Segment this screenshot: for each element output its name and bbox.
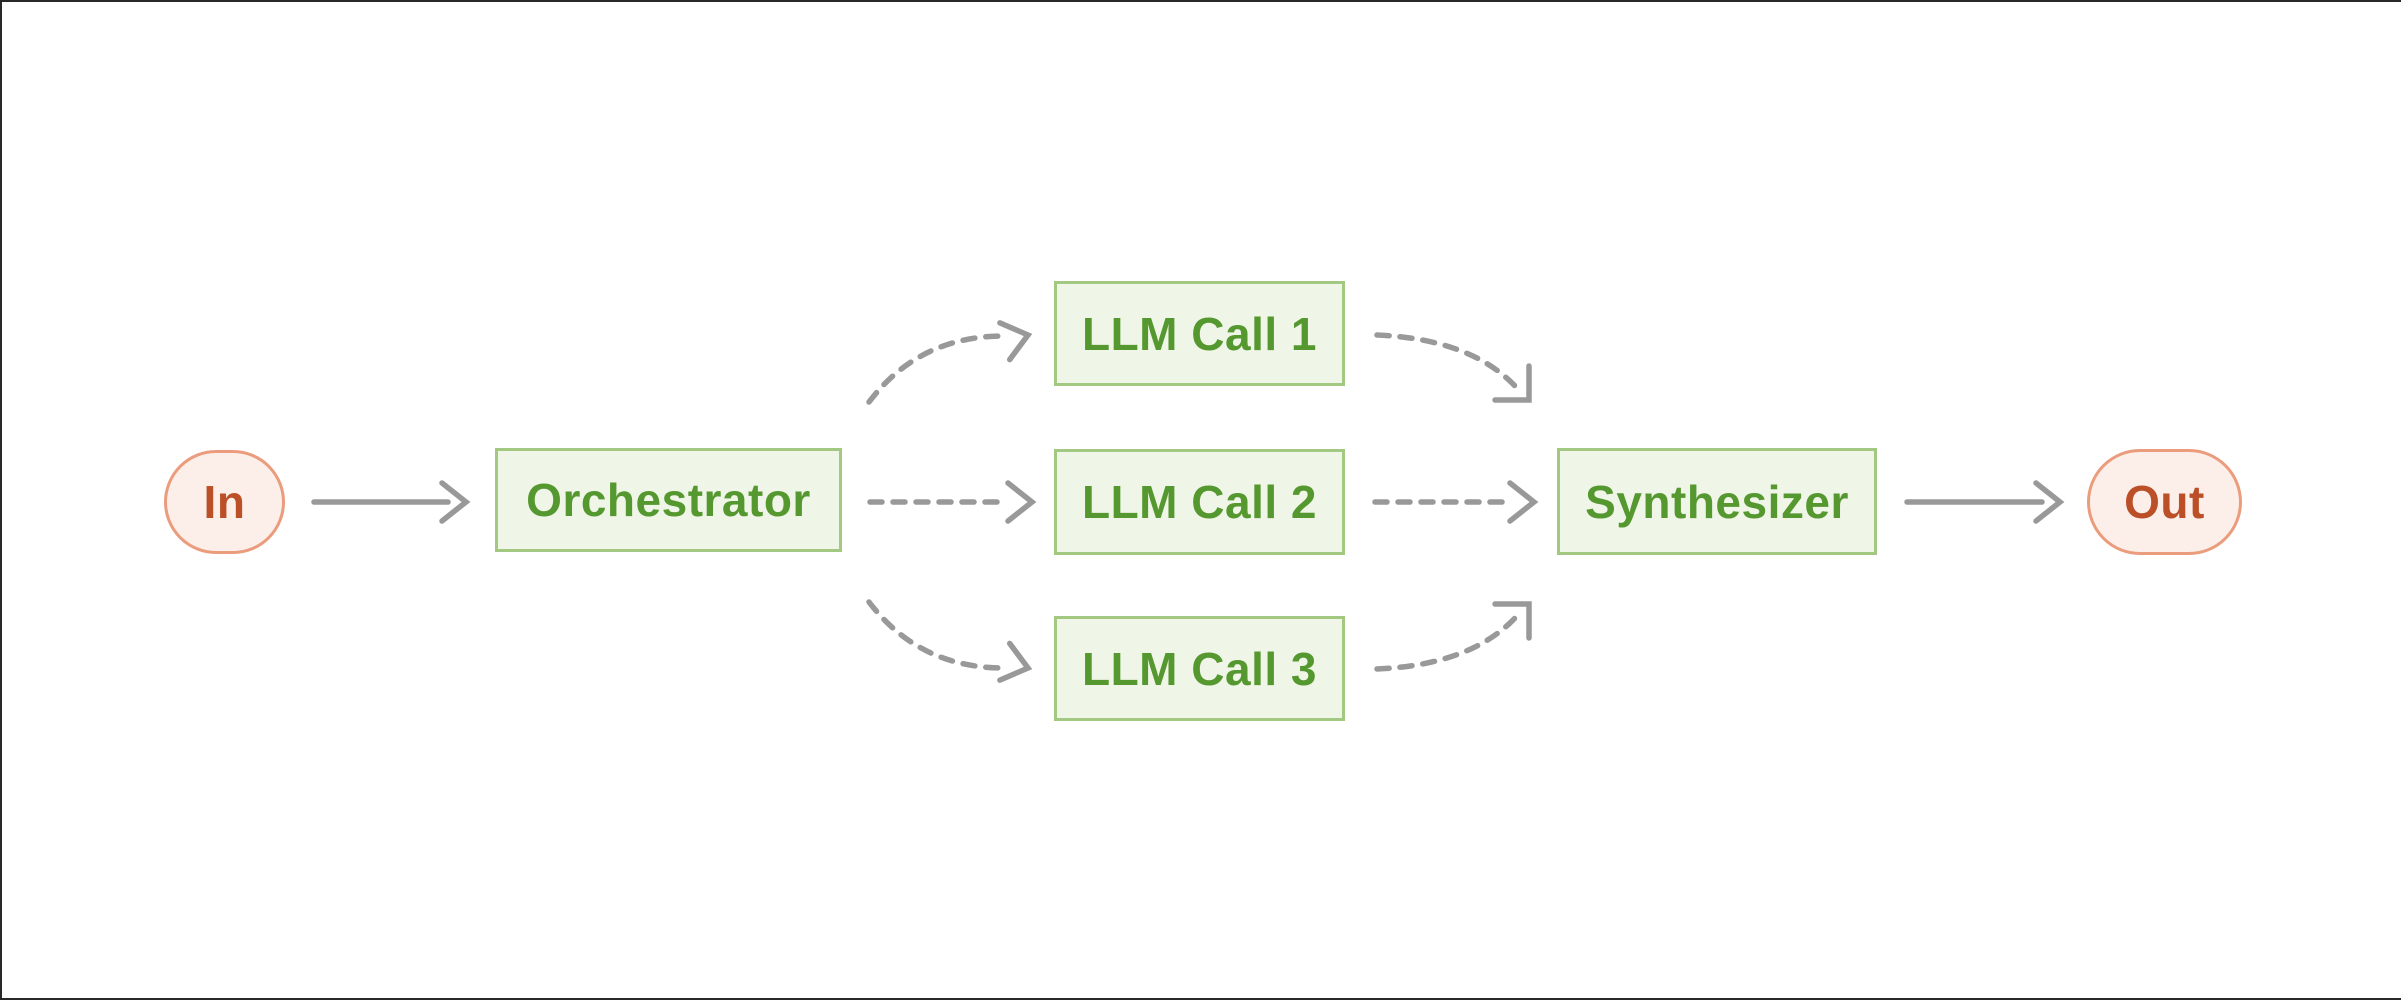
node-llm-call-3-label: LLM Call 3 (1081, 642, 1318, 695)
node-orchestrator: Orchestrator (495, 448, 842, 552)
edge-llm-call-1-synthesizer-arrowhead (1492, 363, 1532, 403)
node-in-label: In (203, 476, 246, 528)
node-llm-call-1: LLM Call 1 (1054, 281, 1345, 386)
edge-orchestrator-llm-call-3 (866, 599, 1007, 671)
edge-in-orchestrator-arrowhead (439, 480, 471, 524)
node-llm-call-1-label: LLM Call 1 (1081, 307, 1318, 360)
node-out-label: Out (2124, 476, 2205, 528)
node-orchestrator-label: Orchestrator (526, 474, 811, 526)
edge-llm-call-1-synthesizer (1374, 332, 1518, 389)
edge-synthesizer-out-arrowhead (2033, 480, 2065, 524)
edges (311, 320, 2065, 683)
node-synthesizer: Synthesizer (1557, 448, 1877, 555)
edge-llm-call-2-synthesizer-arrowhead (1507, 480, 1539, 524)
node-synthesizer-label: Synthesizer (1585, 475, 1849, 528)
edge-orchestrator-llm-call-3-arrowhead (997, 640, 1033, 683)
node-llm-call-2-label: LLM Call 2 (1081, 476, 1318, 528)
node-llm-call-3: LLM Call 3 (1054, 616, 1345, 721)
node-llm-call-2: LLM Call 2 (1054, 449, 1345, 555)
edge-orchestrator-llm-call-1 (866, 333, 1007, 405)
edge-orchestrator-llm-call-1-arrowhead (997, 320, 1033, 363)
edge-llm-call-3-synthesizer (1374, 615, 1518, 672)
node-in: In (164, 450, 285, 554)
node-out: Out (2087, 449, 2242, 555)
edge-llm-call-3-synthesizer-arrowhead (1492, 601, 1532, 641)
edge-orchestrator-llm-call-2-arrowhead (1005, 480, 1037, 524)
